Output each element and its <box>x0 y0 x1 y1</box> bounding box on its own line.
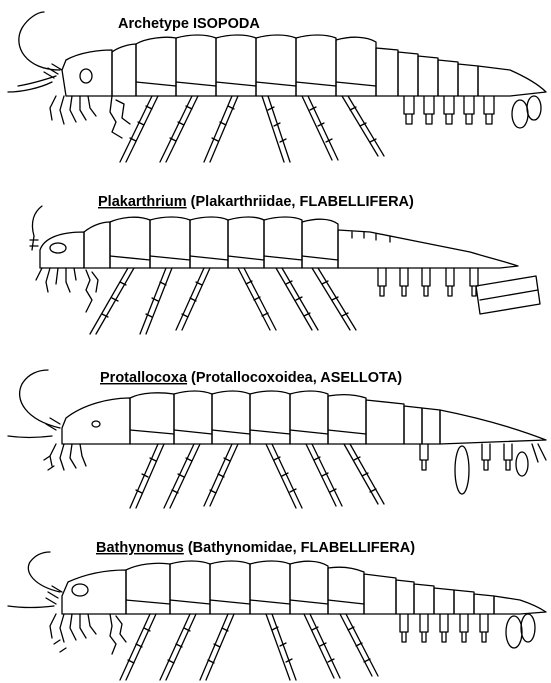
panel-archetype: Archetype ISOPODA <box>8 12 546 162</box>
caption-protallocoxa: Protallocoxa (Protallocoxoidea, ASELLOTA… <box>100 370 402 386</box>
caption-bathynomus: Bathynomus (Bathynomidae, FLABELLIFERA) <box>96 540 415 556</box>
panel-bathynomus: Bathynomus (Bathynomidae, FLABELLIFERA) <box>8 540 546 680</box>
isopod-drawing-plakarthrium <box>30 206 540 334</box>
caption-rest: (Protallocoxoidea, ASELLOTA) <box>187 370 402 386</box>
caption-genus: Plakarthrium <box>98 194 187 210</box>
panel-protallocoxa: Protallocoxa (Protallocoxoidea, ASELLOTA… <box>8 370 546 508</box>
caption-genus: Bathynomus <box>96 540 184 556</box>
caption-genus: Protallocoxa <box>100 370 188 386</box>
caption-archetype: Archetype ISOPODA <box>118 16 260 32</box>
isopod-drawing-bathynomus <box>8 552 546 680</box>
caption-rest: (Bathynomidae, FLABELLIFERA) <box>184 540 415 556</box>
caption-rest: (Plakarthriidae, FLABELLIFERA) <box>187 194 414 210</box>
isopod-drawing-archetype <box>8 12 546 162</box>
panel-plakarthrium: Plakarthrium (Plakarthriidae, FLABELLIFE… <box>30 194 540 334</box>
isopod-drawing-protallocoxa <box>8 370 546 508</box>
caption-rest: Archetype ISOPODA <box>118 16 260 32</box>
caption-plakarthrium: Plakarthrium (Plakarthriidae, FLABELLIFE… <box>98 194 414 210</box>
